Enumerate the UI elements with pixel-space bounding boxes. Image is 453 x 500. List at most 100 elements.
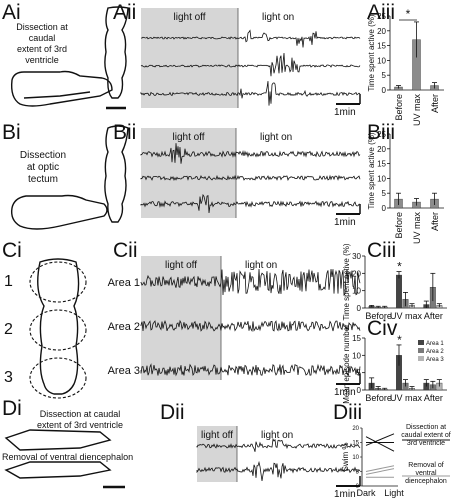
di-brain-outline-top [4, 429, 112, 451]
series-1-line [365, 433, 395, 446]
y-tick-label: 10 [352, 287, 361, 296]
y-tick-label: 20 [377, 145, 386, 154]
significance-star: * [397, 333, 402, 347]
panel-label-Cii: Cii [113, 239, 138, 262]
ci-area-2: 2 [4, 321, 13, 338]
y-tick-label: 15 [377, 160, 386, 169]
legend-swatch-2 [418, 348, 424, 353]
light-off-shading [141, 128, 236, 218]
y-tick-label: 10 [377, 56, 386, 65]
time-scale-label: 1min [334, 107, 356, 118]
light-on-label: light on [260, 132, 292, 143]
panel-label-Ci: Ci [2, 239, 22, 262]
ci-area-3: 3 [4, 369, 13, 386]
y-tick-label: 5 [357, 369, 362, 378]
y-tick-label: 30 [352, 252, 361, 261]
category-label: Before [365, 311, 392, 321]
category-label: UV max [412, 94, 422, 127]
y-tick-label: 20 [377, 27, 386, 36]
legend-label-1: Area 1 [426, 341, 444, 347]
ci-area-1: 1 [4, 273, 13, 290]
diii-legend-a: Dissection at caudal extent of 3rd ventr… [401, 424, 451, 447]
category-label: After [424, 311, 443, 321]
trace-1 [140, 268, 361, 297]
y-axis-label: Time spent active (%) [367, 14, 376, 91]
b-caption: Dissection at optic tectum [19, 150, 67, 185]
ci-recording-circles [29, 261, 87, 399]
di-brain-outline-bottom [4, 461, 112, 479]
y-tick-label: 10 [352, 351, 361, 360]
panel-label-Diii: Diii [333, 401, 363, 424]
aii-recording: light off light on 1min [140, 8, 361, 118]
category-label: Before [365, 393, 392, 403]
y-tick-label: 10 [377, 174, 386, 183]
panel-label-Biii: Biii [367, 121, 396, 144]
y-tick-label: 0 [382, 86, 387, 95]
light-off-label: light off [174, 12, 206, 23]
category-label: After [430, 94, 440, 113]
bi-brain-dorsal-outline [104, 125, 129, 223]
light-off-label: light off [201, 430, 233, 441]
light-on-label: light on [261, 430, 293, 441]
category-label: After [424, 393, 443, 403]
bi-brain-lateral-outline [10, 194, 108, 230]
category-label: After [430, 212, 440, 231]
di-caption-top: Dissection at caudal extent of 3rd ventr… [36, 409, 124, 430]
light-off-label: light off [173, 132, 205, 143]
category-label: UV max [390, 393, 423, 403]
y-tick-label: 0 [356, 484, 360, 490]
legend-label-3: Area 3 [426, 357, 444, 363]
y-tick-label: 15 [352, 334, 361, 343]
y-tick-label: 20 [352, 269, 361, 278]
legend-swatch-3 [418, 356, 424, 361]
ci-brain-outline [37, 258, 80, 395]
category-label: Light [384, 488, 404, 498]
y-tick-label: 0 [382, 204, 387, 213]
ai-brain-lateral-outline [10, 70, 113, 107]
category-label: Before [394, 94, 404, 121]
y-tick-label: 10 [352, 455, 359, 461]
light-off-shading [141, 8, 238, 108]
y-axis-label: Time spent active (%) [342, 243, 351, 320]
y-tick-label: 15 [352, 441, 359, 447]
time-scale-label: 1min [334, 489, 356, 500]
legend-swatch-1 [418, 340, 424, 345]
significance-star: * [406, 7, 411, 21]
trace-2 [196, 460, 361, 482]
category-label: UV max [390, 311, 423, 321]
light-off-shading [141, 256, 221, 380]
trace-1 [140, 29, 361, 48]
y-axis-label: Swim % [341, 443, 350, 472]
bii-recording: light off light on 1min [140, 128, 361, 228]
panel-label-Di: Di [2, 397, 22, 420]
y-tick-label: 15 [377, 42, 386, 51]
trace-label-2: Area 2 [108, 321, 140, 333]
trace-2 [140, 319, 361, 332]
y-tick-label: 5 [382, 189, 387, 198]
trace-3 [140, 363, 361, 377]
trace-1 [196, 437, 361, 452]
y-axis-label: Time spent active (%) [367, 132, 376, 209]
panel-label-Dii: Dii [160, 401, 185, 424]
y-tick-label: 0 [357, 386, 362, 395]
bar-uv-max-s1 [396, 274, 402, 309]
ai-brain-dorsal-outline [104, 6, 129, 99]
time-scale-label: 1min [334, 217, 356, 228]
panel-label-Civ: Civ [367, 317, 398, 340]
di-caption-bottom: Removal of ventral diencephalon [2, 452, 134, 462]
panel-label-Ciii: Ciii [367, 239, 397, 262]
y-tick-label: 20 [352, 426, 359, 432]
time-scale-label: 1min [334, 387, 356, 398]
trace-label-3: Area 3 [108, 365, 140, 377]
light-on-label: light on [262, 12, 294, 23]
y-tick-label: 0 [357, 304, 362, 313]
light-off-label: light off [165, 260, 197, 271]
series-1-line [365, 436, 395, 452]
